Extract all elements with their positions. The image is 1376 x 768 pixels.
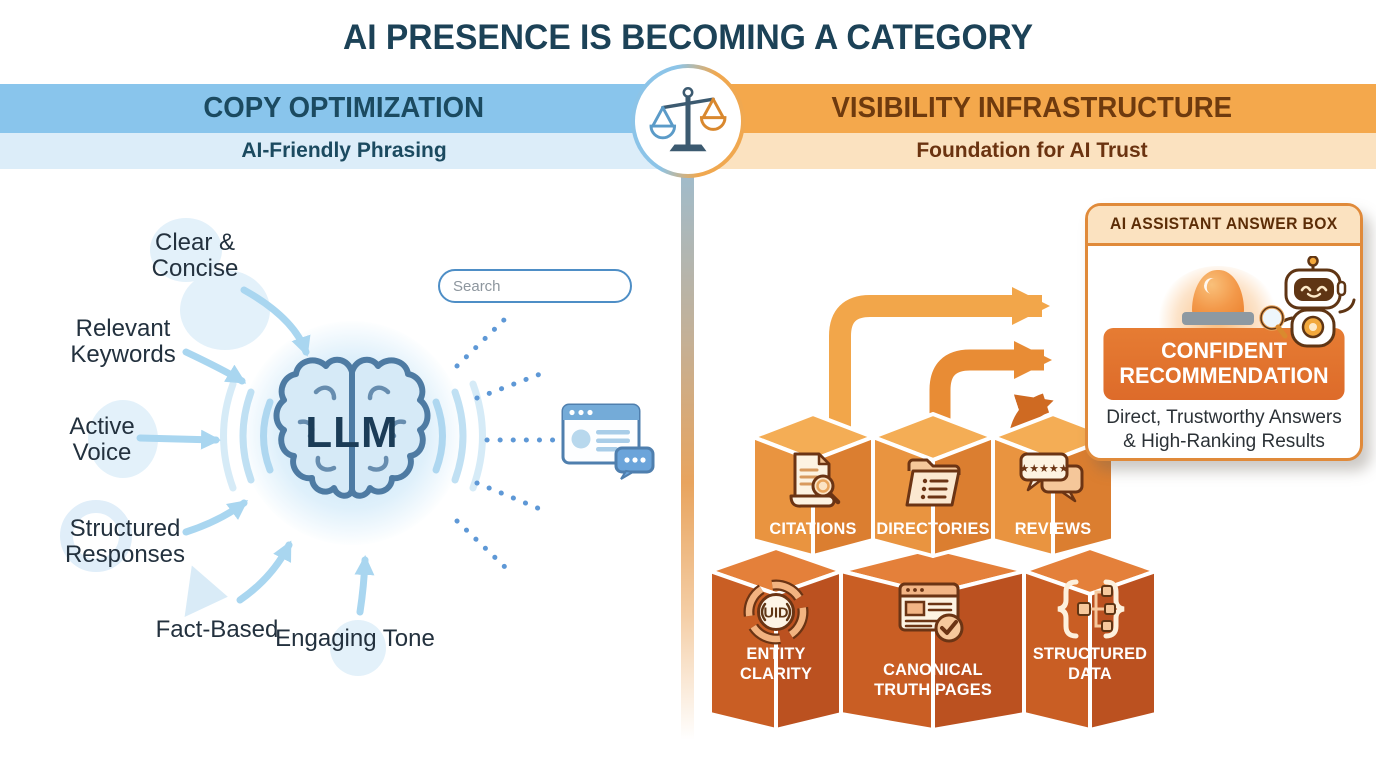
block-label-reviews: REVIEWS: [1014, 519, 1092, 538]
factor-engaging-tone: Engaging Tone: [275, 625, 435, 652]
structured-data-icon: [1057, 579, 1125, 639]
llm-label: LLM: [305, 408, 399, 457]
balance-scale-badge: [631, 64, 745, 178]
canonical-truth-pages-icon: [898, 582, 964, 643]
factor-clear-concise: Clear & Concise: [151, 229, 239, 283]
balance-scale-circle: [635, 68, 741, 174]
block-label-entity-clarity: ENTITY CLARITY: [739, 644, 813, 684]
entity-clarity-uid-icon: UID: [743, 579, 809, 645]
search-input[interactable]: [440, 271, 630, 301]
balance-scale-icon: [649, 86, 727, 152]
llm-brain-icon: [272, 348, 432, 518]
output-dotted-rays: [454, 313, 556, 572]
right-header-label: VISIBILITY INFRASTRUCTURE: [831, 92, 1233, 124]
page-title: AI PRESENCE IS BECOMING A CATEGORY: [342, 18, 1034, 57]
block-label-directories: DIRECTORIES: [876, 519, 990, 538]
answer-box-title: AI ASSISTANT ANSWER BOX: [1110, 215, 1338, 233]
answer-box-header: AI ASSISTANT ANSWER BOX: [1088, 206, 1360, 246]
badge-label: CONFIDENT RECOMMENDATION: [1119, 338, 1329, 388]
siren-base: [1182, 312, 1254, 325]
factor-structured-responses: Structured Responses: [64, 515, 186, 569]
chat-bubble-icon: [614, 446, 655, 480]
factor-active-voice: Active Voice: [69, 413, 135, 467]
left-subheader-label: AI-Friendly Phrasing: [241, 139, 447, 162]
left-column-subheader: AI-Friendly Phrasing: [0, 133, 688, 169]
front-bubble: ★★★★★: [1019, 452, 1069, 492]
right-column-subheader: Foundation for AI Trust: [688, 133, 1376, 169]
right-column-header: VISIBILITY INFRASTRUCTURE: [688, 84, 1376, 133]
factor-fact-based: Fact-Based: [155, 616, 279, 643]
browser-result-icon: [561, 403, 655, 480]
robot-mascot-icon: [1259, 256, 1356, 348]
factor-relevant-keywords: Relevant Keywords: [70, 315, 176, 369]
block-label-structured-data: STRUCTURED DATA: [1032, 644, 1148, 684]
search-box[interactable]: [438, 269, 632, 303]
ai-assistant-answer-box: AI ASSISTANT ANSWER BOX CONFIDENT RECOMM…: [1085, 203, 1363, 461]
left-header-label: COPY OPTIMIZATION: [203, 92, 485, 124]
reviews-icon: ★★★★★: [1019, 452, 1084, 503]
answer-box-body: CONFIDENT RECOMMENDATION Di: [1088, 246, 1360, 452]
decor-triangle: [184, 565, 232, 623]
left-column-header: COPY OPTIMIZATION: [0, 84, 688, 133]
citations-icon: [789, 452, 841, 508]
block-label-canonical-truth-pages: CANONICAL TRUTH PAGES: [874, 660, 992, 700]
directories-icon: [905, 458, 961, 507]
svg-text:UID: UID: [764, 606, 789, 622]
right-subheader-label: Foundation for AI Trust: [916, 139, 1148, 162]
block-label-citations: CITATIONS: [769, 519, 857, 538]
center-divider: [681, 168, 694, 740]
svg-text:★★★★★: ★★★★★: [1019, 463, 1068, 475]
decor-blob: [330, 620, 386, 676]
answer-box-description: Direct, Trustworthy Answers & High-Ranki…: [1106, 407, 1342, 452]
